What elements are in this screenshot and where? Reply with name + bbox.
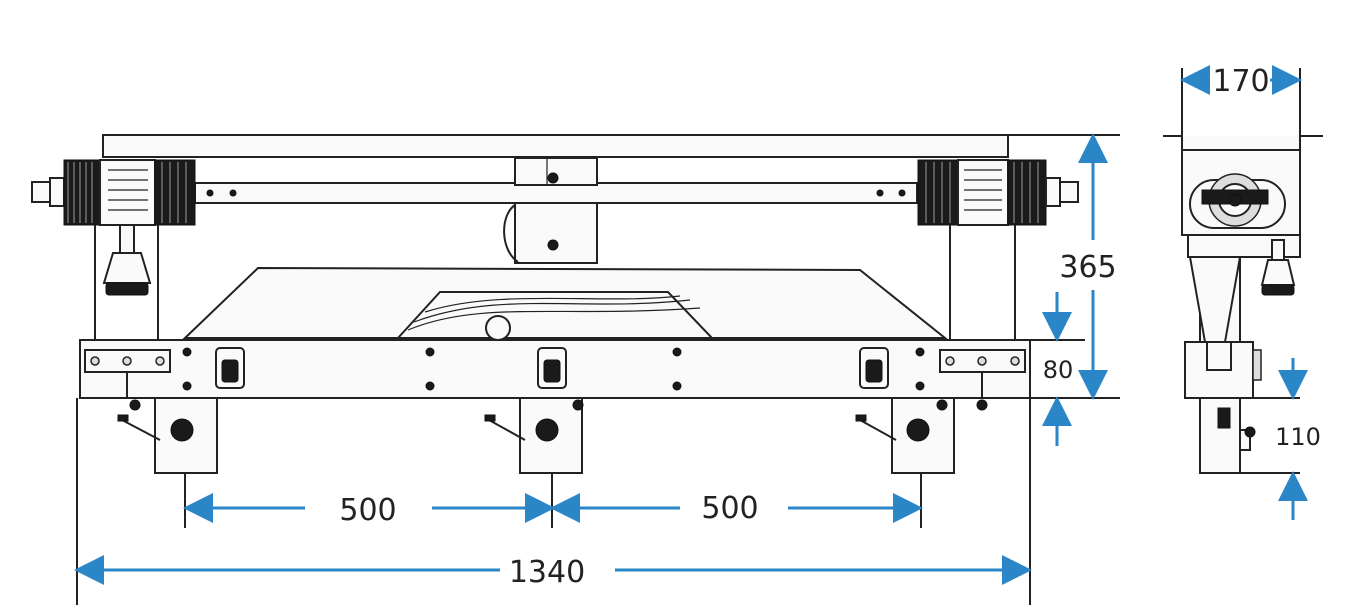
- side-view: [1163, 68, 1323, 474]
- clamp-right: [855, 397, 988, 528]
- front-view: [31, 134, 1120, 605]
- clamp-left: [117, 397, 218, 528]
- clamp-center: [484, 397, 584, 528]
- dim-height: 365: [1059, 250, 1116, 285]
- dim-clamp-height: 110: [1275, 423, 1321, 451]
- dim-beam-height: 80: [1043, 356, 1074, 384]
- top-rail: [102, 134, 1009, 158]
- dim-spacing-left: 500: [339, 493, 396, 528]
- left-hoist-drum: [31, 159, 196, 340]
- dim-spacing-right: 500: [701, 491, 758, 526]
- right-hoist-drum: [917, 159, 1079, 340]
- dim-side-width: 170: [1212, 64, 1269, 99]
- dimension-lines: [74, 65, 1308, 585]
- dim-overall-width: 1340: [509, 555, 585, 590]
- center-motor-body: [514, 202, 598, 264]
- dimension-labels: 1340 500 500 365 80 110 170: [339, 64, 1321, 590]
